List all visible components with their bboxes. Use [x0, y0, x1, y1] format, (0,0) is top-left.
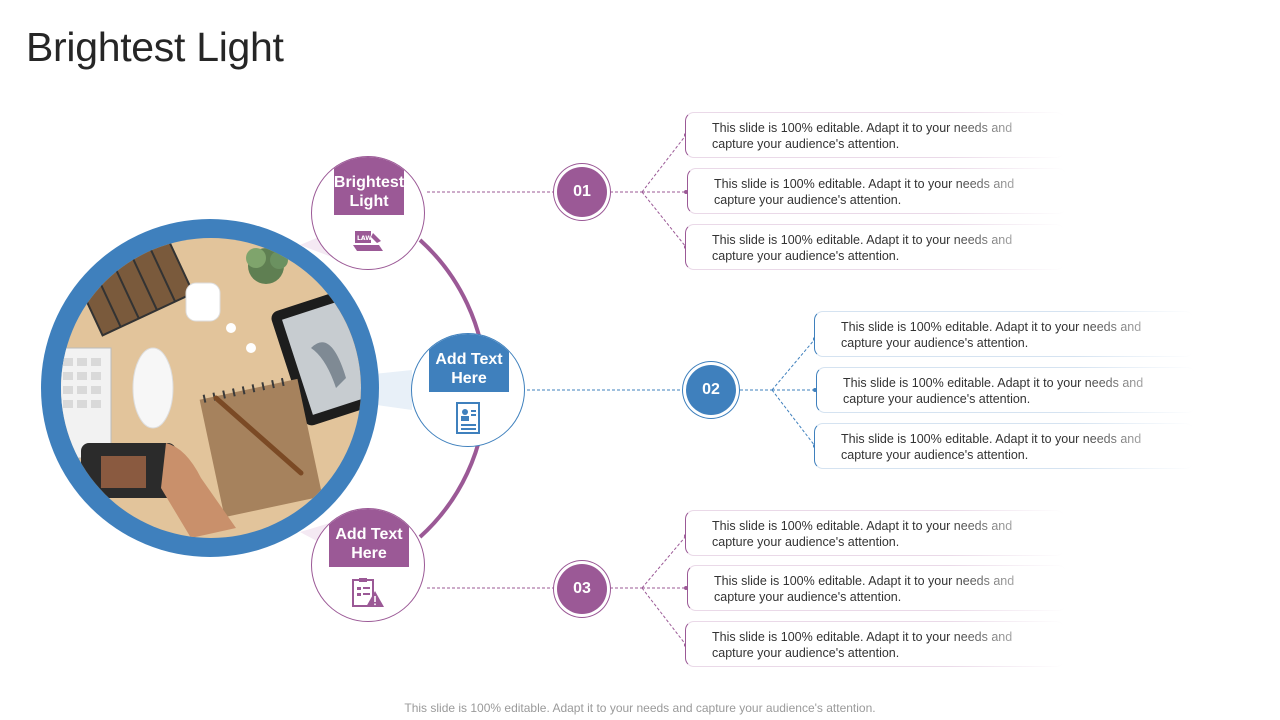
- node-add-text-2: Add Text Here: [411, 333, 525, 447]
- text-box: This slide is 100% editable. Adapt it to…: [685, 224, 1065, 270]
- text-box: This slide is 100% editable. Adapt it to…: [687, 168, 1067, 214]
- text-box: This slide is 100% editable. Adapt it to…: [687, 565, 1067, 611]
- svg-text:LAW: LAW: [357, 235, 372, 242]
- desk-flatlay-photo: [61, 238, 361, 538]
- text-box: This slide is 100% editable. Adapt it to…: [816, 367, 1196, 413]
- number-badge-03: 03: [557, 564, 607, 614]
- text-box: This slide is 100% editable. Adapt it to…: [685, 112, 1065, 158]
- text-box: This slide is 100% editable. Adapt it to…: [814, 311, 1194, 357]
- node-label: Add Text Here: [329, 509, 409, 567]
- id-document-icon: [412, 398, 524, 438]
- node-label: Brightest Light: [334, 157, 404, 215]
- number-badge-02: 02: [686, 365, 736, 415]
- text-box: This slide is 100% editable. Adapt it to…: [685, 510, 1065, 556]
- text-box: This slide is 100% editable. Adapt it to…: [685, 621, 1065, 667]
- number-badge-01: 01: [557, 167, 607, 217]
- footer-note: This slide is 100% editable. Adapt it to…: [404, 701, 876, 715]
- slide-title: Brightest Light: [26, 24, 284, 70]
- warning-checklist-icon: [312, 573, 424, 613]
- node-label: Add Text Here: [429, 334, 509, 392]
- law-book-icon: LAW: [312, 221, 424, 261]
- node-brightest-light: Brightest Light LAW: [311, 156, 425, 270]
- text-box: This slide is 100% editable. Adapt it to…: [814, 423, 1194, 469]
- node-add-text-3: Add Text Here: [311, 508, 425, 622]
